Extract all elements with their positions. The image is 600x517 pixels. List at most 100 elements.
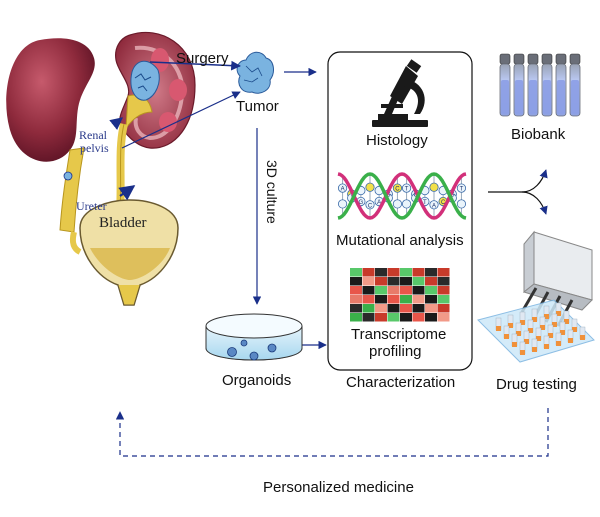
- plate-well-fill: [520, 320, 525, 325]
- plate-well-fill: [560, 330, 565, 335]
- heatmap-cell: [362, 268, 375, 277]
- ureter-label: Ureter: [76, 199, 107, 213]
- dna-base: [365, 200, 375, 210]
- heatmap-cell: [400, 268, 412, 277]
- dna-base: [456, 199, 467, 209]
- ureter-pointer: [118, 185, 136, 201]
- heatmap-cell: [362, 295, 375, 304]
- heatmap-cell: [350, 286, 362, 295]
- dna-letter: A: [432, 203, 436, 209]
- plate-well-fill: [540, 325, 545, 330]
- dna-letter: T: [405, 187, 409, 193]
- dna-base: [429, 200, 439, 210]
- heatmap-cell: [387, 295, 400, 304]
- heatmap-cell: [400, 277, 412, 286]
- surgery-arrow: [149, 60, 241, 71]
- dna-base: [456, 183, 467, 193]
- heatmap-cell: [362, 277, 375, 286]
- culture-label: 3D culture: [264, 160, 280, 224]
- dna-base: [401, 183, 412, 193]
- plate-well-fill: [512, 342, 517, 347]
- heatmap-cell: [375, 277, 387, 286]
- heatmap-cell: [425, 304, 437, 313]
- plate-well-fill: [528, 328, 533, 333]
- heatmap-cell: [375, 295, 387, 304]
- plate-well-fill: [568, 338, 573, 343]
- heatmap-cell: [412, 277, 425, 286]
- branch-down-arrow: [521, 191, 548, 215]
- tube-cap: [555, 53, 567, 65]
- tube-cap: [527, 53, 539, 65]
- heatmap-cell: [400, 313, 412, 322]
- surgery-label: Surgery: [176, 50, 229, 67]
- drug-testing-label: Drug testing: [496, 376, 577, 393]
- dna-letter: G: [450, 193, 455, 199]
- heatmap-cell: [387, 268, 400, 277]
- heatmap-cell: [375, 286, 387, 295]
- plate-well-fill: [556, 311, 561, 316]
- plate-well-fill: [520, 350, 525, 355]
- heatmap-cell: [350, 295, 362, 304]
- plate-well-fill: [544, 314, 549, 319]
- dna-base: [401, 199, 412, 209]
- dna-letter: G: [359, 200, 364, 206]
- plate-well-fill: [504, 334, 509, 339]
- heatmap-cell: [437, 277, 450, 286]
- mutational-analysis-label: Mutational analysis: [336, 232, 464, 249]
- tube-cap: [513, 53, 525, 65]
- heatmap-cell: [412, 268, 425, 277]
- plate-well-fill: [536, 336, 541, 341]
- heatmap-cell: [425, 268, 437, 277]
- dna-letter: C: [368, 203, 373, 209]
- heatmap-cell: [425, 286, 437, 295]
- dna-strand-pink: [337, 172, 467, 220]
- renal-pelvis-label-line1: Renal: [79, 128, 107, 142]
- heatmap-cell: [375, 304, 387, 313]
- microscope-icon: [372, 59, 428, 127]
- pelvis-pointer: [109, 117, 123, 131]
- characterization-box: [327, 51, 473, 371]
- dna-base: [392, 183, 403, 193]
- dna-letter: C: [441, 200, 446, 206]
- heatmap-cell: [437, 295, 450, 304]
- heatmap-cell: [425, 313, 437, 322]
- heatmap-cell: [400, 304, 412, 313]
- heatmap-cell: [387, 277, 400, 286]
- tube-cap: [499, 53, 511, 65]
- heatmap-cell: [412, 313, 425, 322]
- dna-base: [429, 182, 439, 192]
- drug-testing-icon: [477, 230, 595, 363]
- tube-liquid: [557, 80, 565, 114]
- dna-letter: T: [460, 187, 464, 193]
- plate-well-fill: [552, 322, 557, 327]
- tube-liquid: [515, 80, 523, 114]
- organoids-label: Organoids: [222, 372, 292, 389]
- dna-letter: T: [350, 193, 354, 199]
- tumor-illustration: [236, 51, 274, 94]
- heatmap-cell: [362, 286, 375, 295]
- heatmap-icon: [350, 268, 450, 322]
- heatmap-cell: [437, 268, 450, 277]
- biobank-label: Biobank: [511, 126, 566, 143]
- branch-up-arrow: [521, 169, 548, 193]
- bladder-label: Bladder: [99, 215, 147, 231]
- plate-well-fill: [580, 335, 585, 340]
- heatmap-cell: [350, 277, 362, 286]
- heatmap-cell: [387, 313, 400, 322]
- personalized-medicine-label: Personalized medicine: [263, 479, 414, 496]
- plate-well-fill: [532, 317, 537, 322]
- dna-base: [337, 183, 348, 193]
- heatmap-cell: [362, 304, 375, 313]
- petri-dish-icon: [205, 313, 303, 361]
- heatmap-cell: [375, 313, 387, 322]
- plate-well-fill: [532, 347, 537, 352]
- characterization-label: Characterization: [346, 374, 456, 391]
- renal-pelvis-pointer: [121, 91, 241, 149]
- tube-cap: [569, 53, 581, 65]
- tube-liquid: [501, 80, 509, 114]
- heatmap-cell: [412, 295, 425, 304]
- transcriptome-label-line1: Transcriptome: [351, 326, 447, 343]
- heatmap-cell: [400, 286, 412, 295]
